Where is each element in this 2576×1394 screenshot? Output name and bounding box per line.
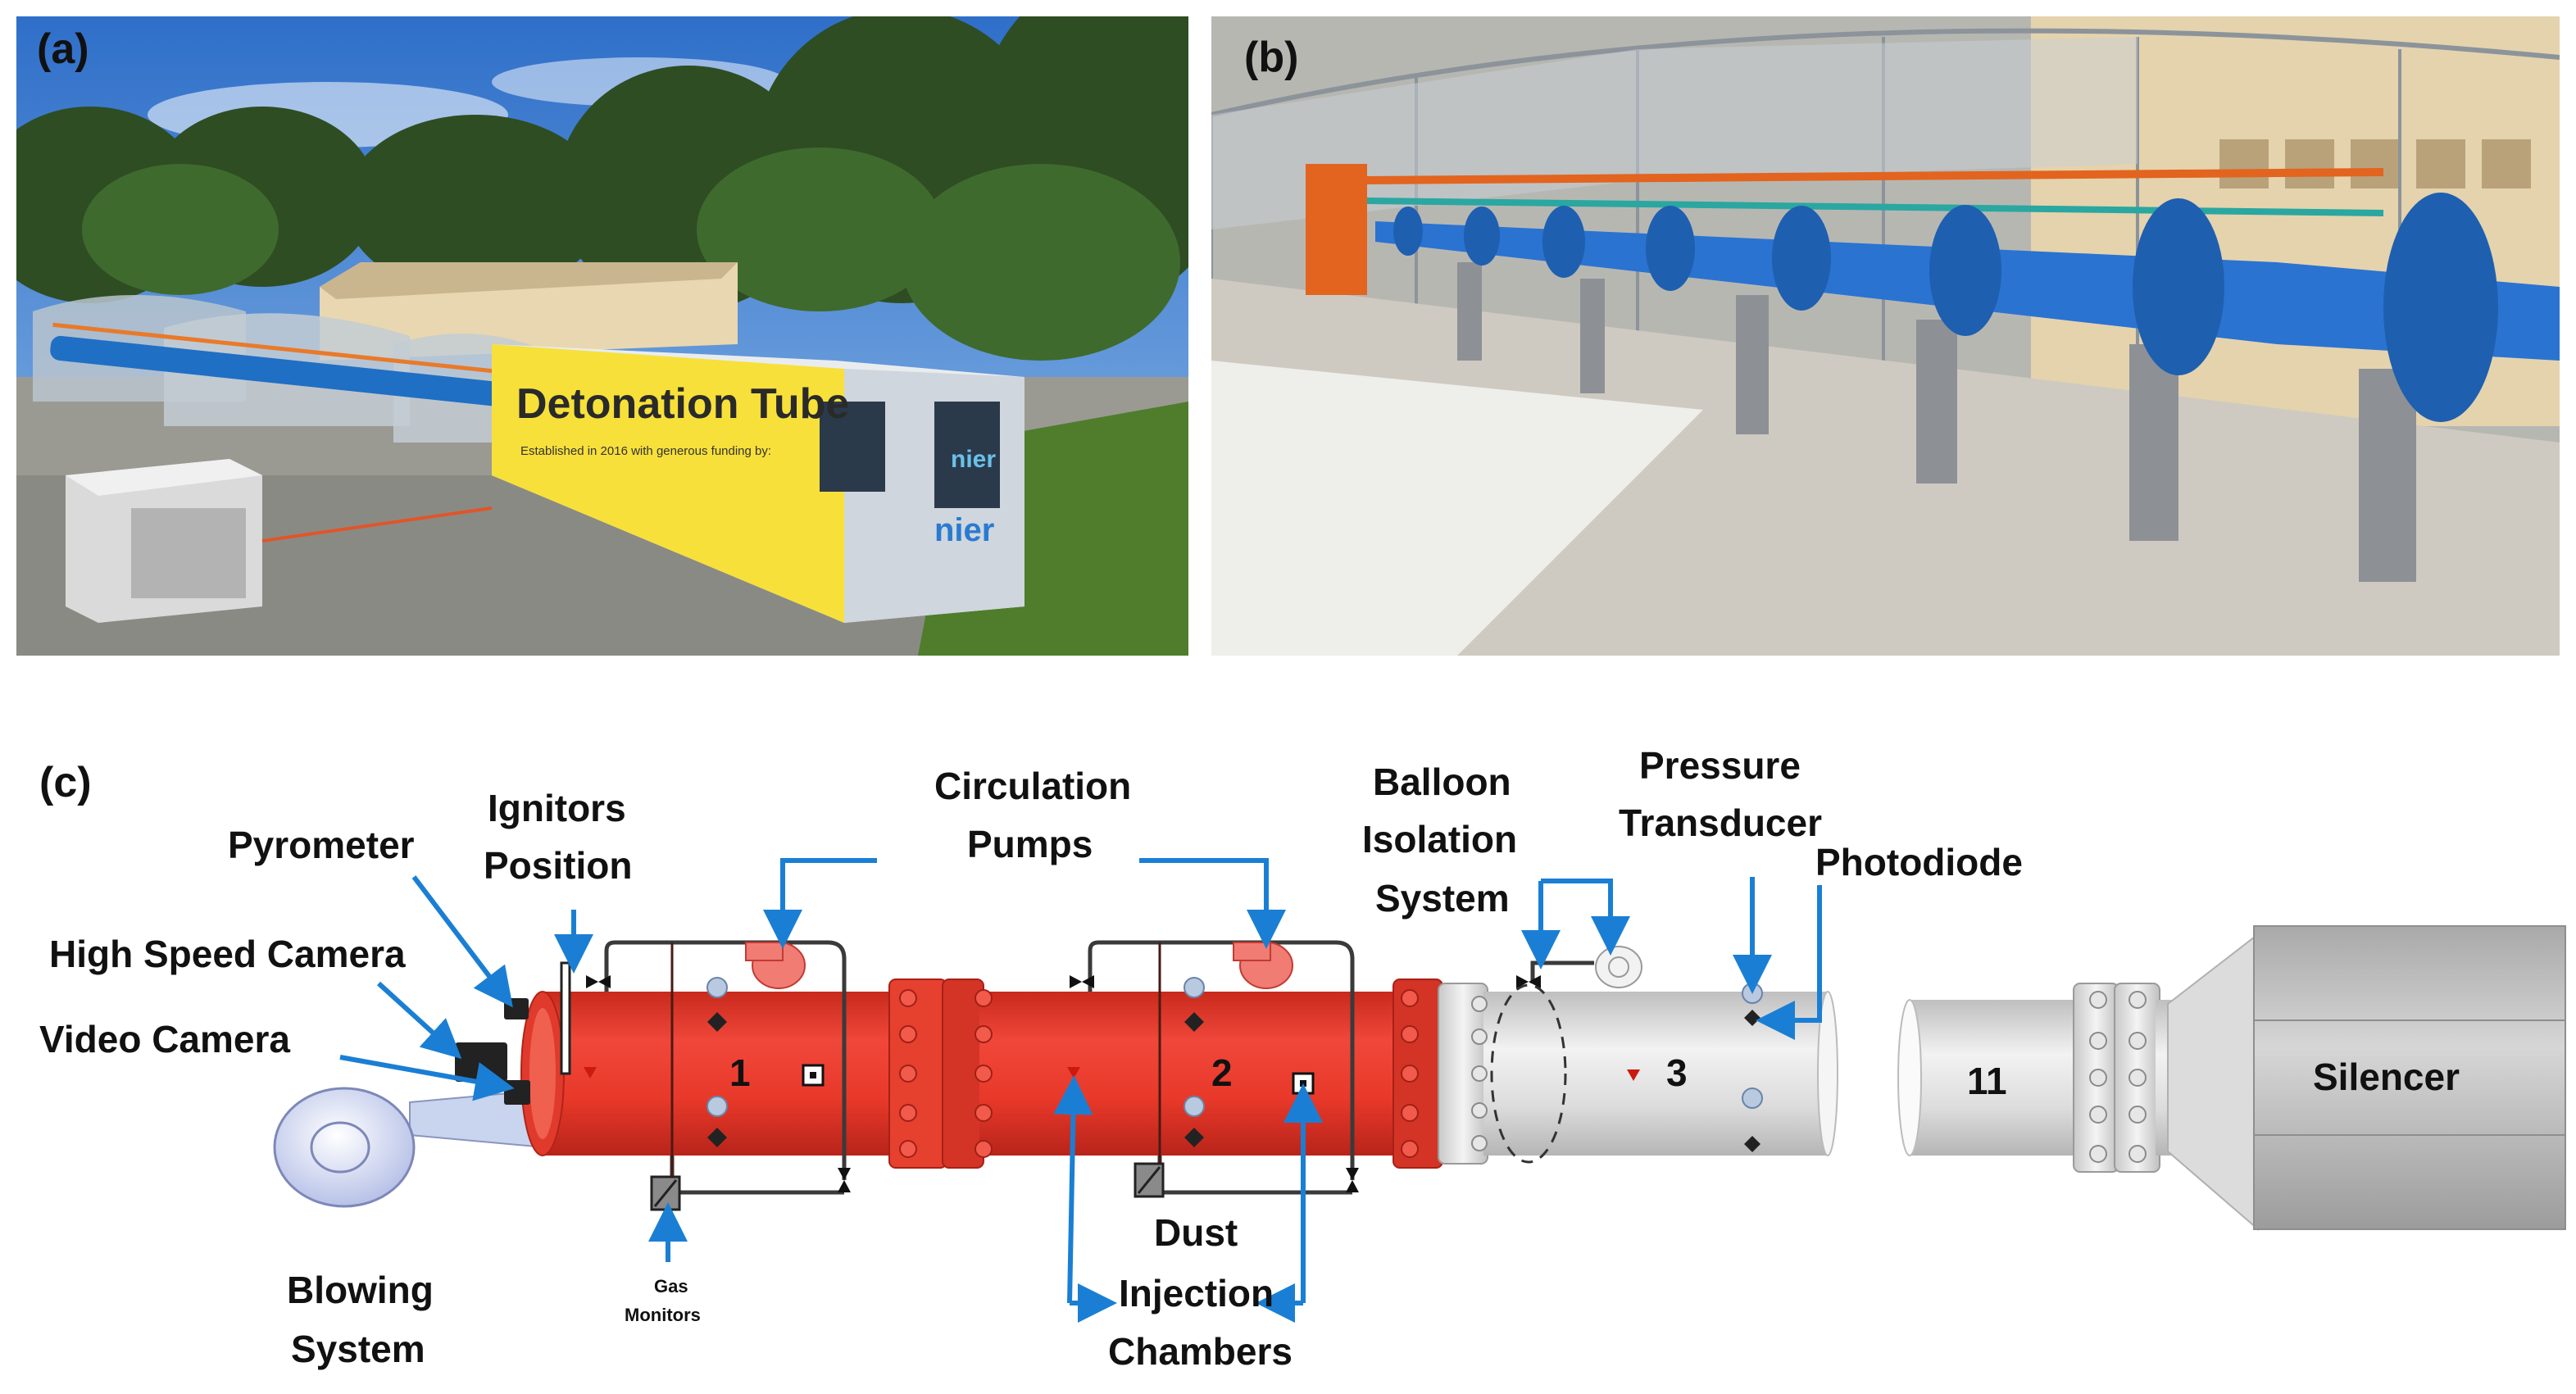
sign-title: Detonation Tube [516, 380, 849, 428]
camera-icons [455, 998, 530, 1105]
blowing-system-icon [273, 1087, 546, 1208]
section-dividers [670, 942, 1161, 1192]
label-dust-line2: Injection [1119, 1272, 1274, 1315]
label-balloon-line1: Balloon [1373, 761, 1511, 803]
label-gas-line1: Gas [654, 1276, 688, 1296]
photo-panel-a: Detonation Tube Established in 2016 with… [16, 16, 1188, 656]
sign-subtitle: Established in 2016 with generous fundin… [520, 444, 771, 458]
silencer [2167, 925, 2566, 1232]
annotation-arrows [339, 858, 1822, 1323]
facility-photo [1211, 16, 2560, 656]
label-photodiode: Photodiode [1815, 841, 2023, 883]
ignition-markers [584, 1067, 1640, 1081]
aerial-photo: Detonation Tube Established in 2016 with… [16, 16, 1188, 656]
label-pyrometer: Pyrometer [228, 824, 415, 866]
label-silencer: Silencer [2313, 1056, 2460, 1098]
label-ignitors-line1: Ignitors [488, 787, 626, 829]
ignitor-rod [560, 961, 571, 1075]
grey-flange-bolts [1471, 991, 2147, 1163]
sign-brand-side: nier [951, 446, 996, 473]
panel-letter-b: (b) [1244, 34, 1299, 81]
panel-letter-c: (c) [39, 759, 92, 806]
label-blowing-line1: Blowing [287, 1269, 434, 1311]
valve-icons [586, 975, 1541, 1192]
section-number-11: 11 [1967, 1060, 2007, 1102]
diagram-labels: Pyrometer Ignitors Position High Speed C… [39, 744, 2460, 1373]
balloon-loop [1530, 960, 1594, 983]
tube-section-11 [1897, 983, 2172, 1173]
label-pressure-line2: Transducer [1619, 801, 1822, 844]
label-balloon-line3: System [1375, 877, 1510, 919]
label-blowing-line2: System [291, 1328, 425, 1370]
label-pressure-line1: Pressure [1639, 744, 1801, 787]
flange-bolts [899, 989, 1419, 1158]
label-video-camera: Video Camera [39, 1018, 290, 1060]
label-circulation-line2: Pumps [967, 823, 1093, 865]
sign-brand: nier [934, 512, 994, 548]
circulation-pump-2 [1233, 942, 1293, 989]
gas-monitor-icons [650, 1162, 1165, 1211]
balloon-pump [1595, 946, 1642, 988]
circulation-pump-1 [745, 942, 806, 989]
panel-letter-a: (a) [37, 25, 89, 73]
label-gas-line2: Monitors [625, 1305, 701, 1325]
photo-panel-b [1211, 16, 2560, 656]
label-dust-line3: Chambers [1108, 1330, 1293, 1373]
section-number-3: 3 [1666, 1051, 1688, 1094]
section-number-2: 2 [1211, 1051, 1233, 1094]
pressure-transducer-icons [706, 977, 1763, 1117]
label-balloon-line2: Isolation [1362, 818, 1517, 860]
label-ignitors-line2: Position [484, 844, 632, 887]
label-circulation-line1: Circulation [934, 765, 1131, 807]
photodiode-icons [707, 1010, 1760, 1152]
label-dust-line1: Dust [1154, 1211, 1238, 1254]
section-number-1: 1 [729, 1051, 751, 1094]
tube-section-3 [1438, 983, 1838, 1165]
label-high-speed-camera: High Speed Camera [49, 933, 406, 975]
